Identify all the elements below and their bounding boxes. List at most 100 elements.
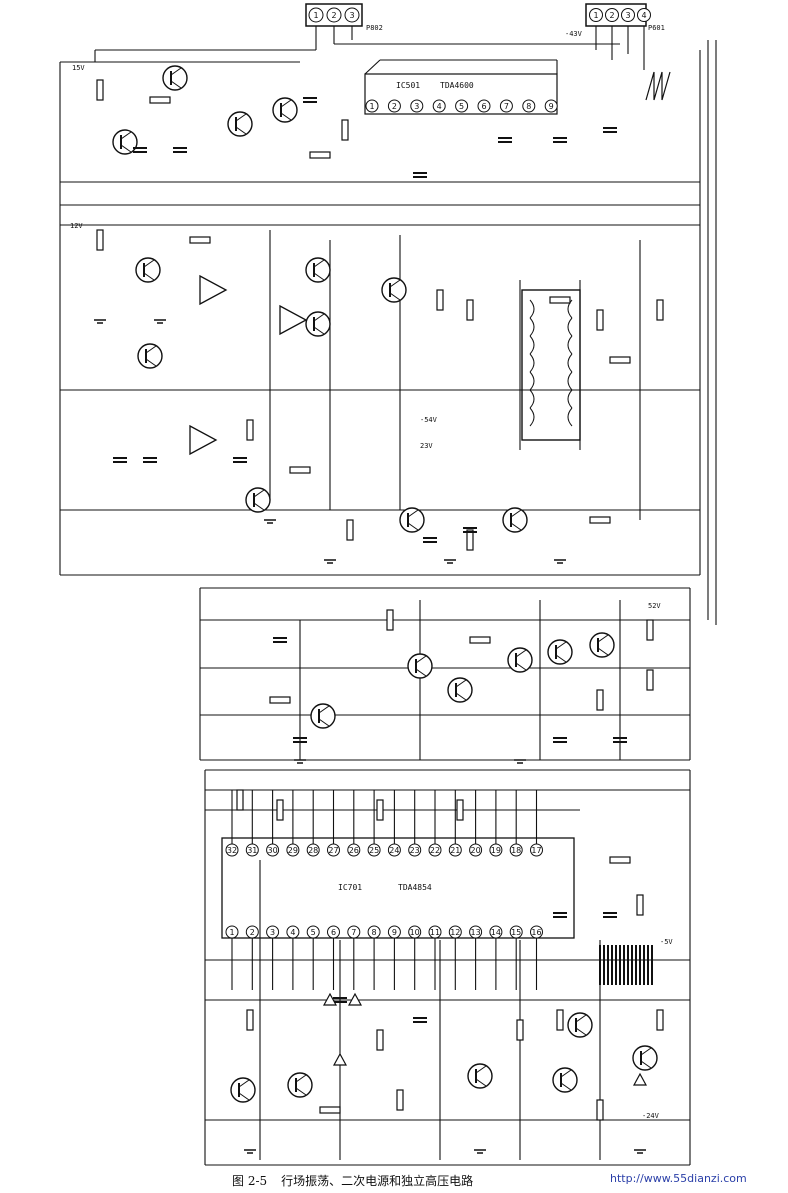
transistor-emitter <box>235 126 247 135</box>
ic701-top-pin-number: 30 <box>268 846 278 855</box>
ic701-top-pin <box>469 843 483 857</box>
transistor-symbol <box>552 1067 578 1093</box>
op-amp-symbol <box>279 304 308 336</box>
transistor-emitter <box>313 272 325 281</box>
ic701-top-pin <box>347 843 361 857</box>
resistor-symbol <box>189 236 211 244</box>
resistor-symbol <box>289 466 311 474</box>
transistor-symbol <box>137 343 163 369</box>
connector-p601-pin-number: 2 <box>609 11 614 20</box>
ic701-bottom-pin <box>347 925 361 939</box>
diode-symbol <box>322 992 338 1006</box>
resistor-symbol <box>609 856 631 864</box>
connector-p802: 1 2 3 P802 <box>305 3 383 32</box>
ic501-pin <box>455 99 469 113</box>
ic701-top-pin <box>306 843 320 857</box>
ic501-pin-number: 6 <box>481 102 486 111</box>
ic701-top-pin <box>266 843 280 857</box>
resistor-symbol <box>589 516 611 524</box>
ic701-top-pin <box>509 843 523 857</box>
transistor-emitter <box>295 1087 307 1096</box>
ic701-bottom-pin <box>225 925 239 939</box>
ic701-top-pin <box>530 843 543 857</box>
transistor-symbol <box>287 1072 313 1098</box>
ic501-pin-number: 8 <box>526 102 531 111</box>
transformer-winding <box>567 407 573 427</box>
transformer-winding <box>529 335 535 355</box>
resistor-symbol <box>396 1089 404 1111</box>
transistor-collector <box>560 1069 572 1078</box>
ic701-bottom-pin-number: 14 <box>491 928 501 937</box>
transistor-symbol <box>447 677 473 703</box>
rail-label: -54V <box>420 416 438 424</box>
transistor-symbol <box>227 111 253 137</box>
resistor-symbol <box>96 79 104 101</box>
transistor-collector <box>640 1047 652 1056</box>
connector-p802-pin-number: 3 <box>349 11 354 20</box>
ic701-top-pin <box>408 843 422 857</box>
ic701-top-pin <box>286 843 300 857</box>
ic701-top-pin-number: 28 <box>308 846 318 855</box>
ic701-top-pin-number: 24 <box>389 846 399 855</box>
resistor-symbol <box>341 119 349 141</box>
resistor-symbol <box>276 799 284 821</box>
transistor-collector <box>510 509 522 518</box>
ic501-pin <box>387 99 401 113</box>
transistor-collector <box>253 489 265 498</box>
ic701-top-pin-number: 29 <box>288 846 298 855</box>
transistor-collector <box>415 655 427 664</box>
ic701-top-pin-number: 22 <box>430 846 440 855</box>
rail-label: 52V <box>648 602 661 610</box>
ic701-bottom-pin <box>286 925 300 939</box>
ic701-top-pin <box>245 843 259 857</box>
ic701-bottom-pin <box>530 925 543 939</box>
connector-p802-ref: P802 <box>366 24 383 32</box>
ic701-bottom-pin <box>448 925 462 939</box>
connector-p802-pin-number: 1 <box>313 11 318 20</box>
transistor-collector <box>235 113 247 122</box>
resistor-symbol <box>436 289 444 311</box>
rail-label: -5V <box>660 938 673 946</box>
transistor-collector <box>238 1079 250 1088</box>
ic701-top-pin <box>327 843 340 857</box>
transistor-emitter <box>253 502 265 511</box>
resistor-symbol <box>319 1106 341 1114</box>
ic501-pin-number: 9 <box>549 102 554 111</box>
ic701-bottom-pin-number: 8 <box>372 928 377 937</box>
wire-segment <box>364 59 381 75</box>
ic701-bottom-pin-number: 12 <box>450 928 460 937</box>
figure-title: 行场振荡、二次电源和独立高压电路 <box>281 1174 474 1188</box>
ic701-bottom-pin-number: 10 <box>410 928 420 937</box>
transformer-winding <box>567 353 573 373</box>
resistor-symbol <box>269 696 291 704</box>
ic701-bottom-pin-number: 4 <box>290 928 295 937</box>
ic501-pin <box>410 99 424 113</box>
ic701-ref: IC701 <box>338 883 362 892</box>
transistor-collector <box>515 649 527 658</box>
ic701-top-pin <box>489 843 503 857</box>
ic701-bottom-pin-number: 16 <box>531 928 541 937</box>
transistor-emitter <box>640 1060 652 1069</box>
transistor-emitter <box>455 692 467 701</box>
ic501-part: TDA4600 <box>440 81 474 90</box>
rail-label: 12V <box>70 222 83 230</box>
ic701-bottom-pin <box>428 925 442 939</box>
rail-label: 23V <box>420 442 433 450</box>
connector-p802-pin <box>308 7 324 23</box>
transistor-symbol <box>305 257 331 283</box>
resistor-symbol <box>646 669 654 691</box>
transistor-collector <box>120 131 132 140</box>
resistor-symbol <box>596 689 604 711</box>
transistor-collector <box>597 634 609 643</box>
transformer-winding <box>567 317 573 337</box>
ic501-pin <box>365 99 379 113</box>
transformer-winding <box>529 389 535 409</box>
ic701-bottom-pin <box>327 925 340 939</box>
ic701-top-pin <box>387 843 401 857</box>
transistor-emitter <box>407 522 419 531</box>
connector-p802-pin-number: 2 <box>331 11 336 20</box>
transistor-symbol <box>407 653 433 679</box>
diode-symbol <box>332 1052 348 1066</box>
